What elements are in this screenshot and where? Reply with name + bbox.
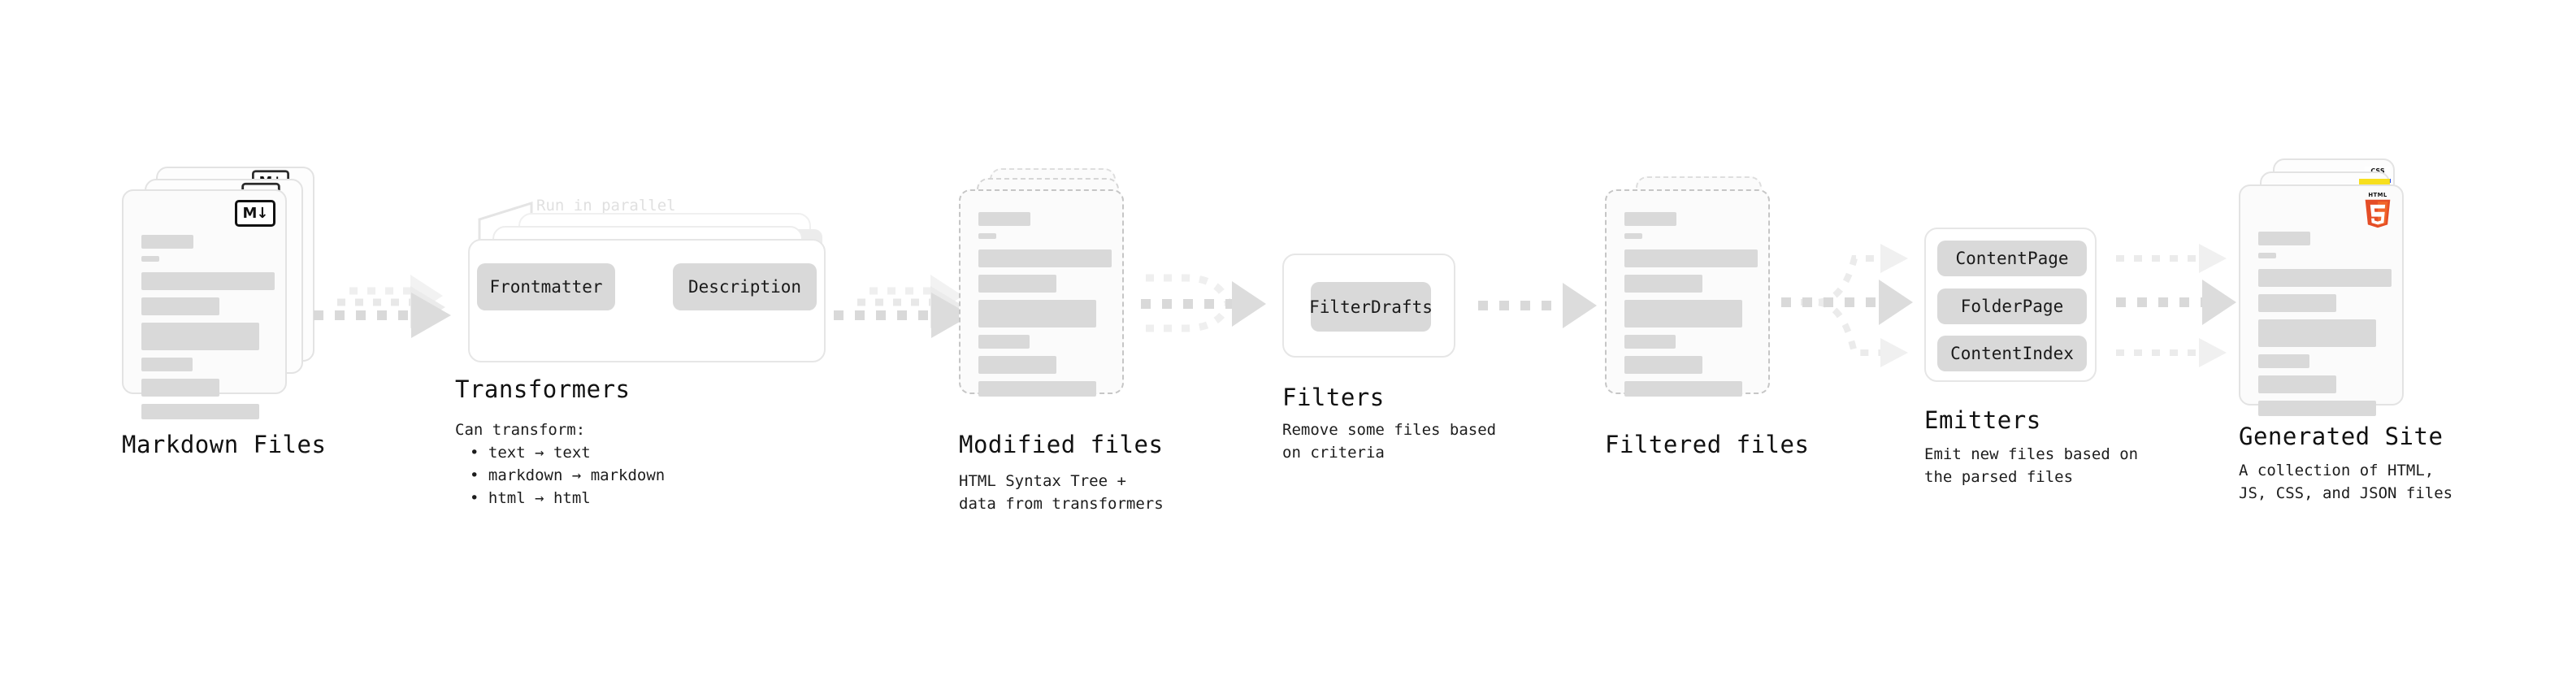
filters-subtitle: Remove some files based on criteria <box>1282 421 1497 462</box>
generated-site-card-stack: CSS HTML <box>2239 158 2450 419</box>
transformers-title: Transformers <box>455 375 631 403</box>
emitters-title: Emitters <box>1924 406 2041 434</box>
emitters-subtitle: Emit new files based on the parsed files <box>1924 445 2139 486</box>
transformers-bullet-2: • markdown → markdown <box>470 466 666 484</box>
filtered-file-content-bars <box>1624 212 1758 404</box>
arrow-transformers-to-modified <box>834 275 971 338</box>
svg-text:HTML: HTML <box>2368 192 2387 198</box>
generated-site-card-front: HTML <box>2239 184 2404 416</box>
transformers-bullet-1: • text → text <box>470 444 591 462</box>
modified-files-title: Modified files <box>959 431 1164 458</box>
generated-site-title: Generated Site <box>2239 423 2444 450</box>
filters-box: FilterDrafts <box>1282 254 1455 358</box>
filters-title: Filters <box>1282 384 1385 411</box>
markdown-file-card-front: M↓ <box>122 189 287 419</box>
arrow-modified-to-filters <box>1141 274 1266 332</box>
run-in-parallel-label: Run in parallel <box>536 197 676 215</box>
filtered-files-card-stack <box>1605 175 1800 419</box>
modified-files-subtitle: HTML Syntax Tree + data from transformer… <box>959 472 1164 513</box>
filtered-files-title: Filtered files <box>1605 431 1810 458</box>
emitter-chip-contentindex[interactable]: ContentIndex <box>1937 336 2087 371</box>
modified-file-card-front <box>959 189 1124 397</box>
markdown-files-title: Markdown Files <box>122 431 327 458</box>
transformer-chip-description[interactable]: Description <box>673 263 817 310</box>
filter-chip-filterdrafts[interactable]: FilterDrafts <box>1309 282 1433 332</box>
arrow-markdown-to-transformers <box>314 275 451 338</box>
arrow-filters-to-filtered <box>1478 283 1597 328</box>
modified-file-content-bars <box>978 212 1112 404</box>
generated-site-content-bars <box>2258 232 2392 423</box>
emitter-chip-folderpage[interactable]: FolderPage <box>1937 288 2087 324</box>
filtered-file-card-front <box>1605 189 1770 397</box>
transformers-bullet-3: • html → html <box>470 489 591 507</box>
emitter-chip-contentpage[interactable]: ContentPage <box>1937 241 2087 276</box>
transformer-chip-frontmatter[interactable]: Frontmatter <box>477 263 615 310</box>
html5-icon: HTML <box>2365 192 2391 228</box>
modified-files-card-stack <box>959 167 1154 410</box>
markdown-icon: M↓ <box>235 200 275 227</box>
transformers-box-stack: Frontmatter Description <box>455 213 837 362</box>
markdown-file-content-bars <box>141 235 275 427</box>
generated-site-subtitle: A collection of HTML, JS, CSS, and JSON … <box>2239 462 2453 502</box>
arrow-emitters-to-site <box>2116 244 2236 367</box>
arrow-filtered-to-emitters <box>1781 244 1913 367</box>
markdown-files-card-stack: M↓ M↓ M↓ <box>122 167 317 419</box>
transformers-subtitle-heading: Can transform: <box>455 421 586 439</box>
emitters-box: ContentPage FolderPage ContentIndex <box>1924 228 2097 382</box>
